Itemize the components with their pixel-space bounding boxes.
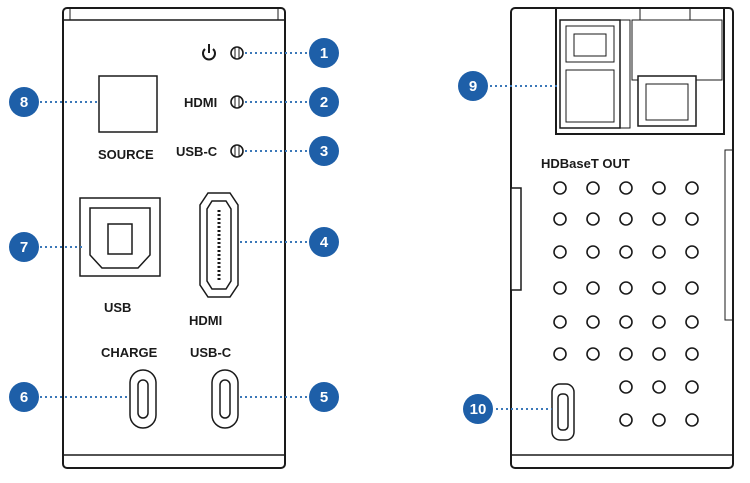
- vent-hole: [586, 181, 600, 195]
- vent-hole: [586, 212, 600, 226]
- vent-hole: [553, 181, 567, 195]
- callout-8: 8: [9, 87, 39, 117]
- callout-7-number: 7: [20, 239, 28, 256]
- callout-3: 3: [309, 136, 339, 166]
- charge-usbc-port[interactable]: [129, 369, 157, 429]
- vent-hole: [652, 315, 666, 329]
- vent-hole: [619, 413, 633, 427]
- callout-8-number: 8: [20, 94, 28, 111]
- vent-hole: [652, 347, 666, 361]
- vent-hole: [586, 281, 600, 295]
- charge-label: CHARGE: [101, 345, 158, 360]
- vent-holes: [553, 181, 699, 427]
- micro-usb-port[interactable]: [551, 383, 575, 441]
- usb-b-port[interactable]: [79, 197, 161, 277]
- vent-hole: [553, 315, 567, 329]
- back-panel: HDBaseT OUT: [510, 7, 734, 469]
- vent-hole: [619, 380, 633, 394]
- hdbaset-rj45-port[interactable]: [555, 7, 725, 135]
- hdmi-led-label: HDMI: [184, 95, 217, 110]
- vent-hole: [652, 212, 666, 226]
- vent-hole: [553, 281, 567, 295]
- vent-hole: [685, 413, 699, 427]
- vent-hole: [553, 347, 567, 361]
- callout-3-number: 3: [320, 143, 328, 160]
- vent-hole: [553, 212, 567, 226]
- callout-4-number: 4: [320, 234, 329, 251]
- vent-hole: [652, 380, 666, 394]
- vent-hole: [685, 380, 699, 394]
- vent-hole: [652, 281, 666, 295]
- callout-10-number: 10: [470, 401, 487, 418]
- leader-lines: [40, 52, 558, 410]
- vent-hole: [685, 245, 699, 259]
- vent-hole: [619, 315, 633, 329]
- hdmi-led: [230, 95, 244, 109]
- source-button[interactable]: [98, 75, 158, 133]
- vent-hole: [652, 245, 666, 259]
- vent-hole: [586, 347, 600, 361]
- hdmi-port-label: HDMI: [189, 313, 222, 328]
- hdmi-port[interactable]: [199, 192, 239, 298]
- usbc-port-label: USB-C: [190, 345, 232, 360]
- callout-6-number: 6: [20, 389, 28, 406]
- vent-hole: [619, 347, 633, 361]
- callout-5-number: 5: [320, 389, 328, 406]
- vent-hole: [685, 212, 699, 226]
- usbc-led: [230, 144, 244, 158]
- vent-hole: [619, 181, 633, 195]
- vent-hole: [619, 212, 633, 226]
- vent-hole: [586, 315, 600, 329]
- vent-hole: [685, 181, 699, 195]
- callout-4: 4: [309, 227, 339, 257]
- power-icon: [202, 44, 216, 61]
- callout-9: 9: [458, 71, 488, 101]
- power-led: [230, 46, 244, 60]
- vent-hole: [685, 347, 699, 361]
- callout-9-number: 9: [469, 78, 477, 95]
- source-label: SOURCE: [98, 147, 154, 162]
- callout-1-number: 1: [320, 45, 328, 62]
- callout-10: 10: [463, 394, 493, 424]
- vent-hole: [619, 281, 633, 295]
- usb-label: USB: [104, 300, 131, 315]
- front-panel: HDMI USB-C SOURCE USB HDMI: [62, 7, 286, 469]
- vent-hole: [652, 413, 666, 427]
- vent-hole: [553, 245, 567, 259]
- callout-1: 1: [309, 38, 339, 68]
- vent-hole: [685, 281, 699, 295]
- vent-hole: [619, 245, 633, 259]
- usbc-led-label: USB-C: [176, 144, 218, 159]
- usbc-port[interactable]: [211, 369, 239, 429]
- hdbaset-out-label: HDBaseT OUT: [541, 156, 630, 171]
- callout-7: 7: [9, 232, 39, 262]
- vent-hole: [586, 245, 600, 259]
- callout-2-number: 2: [320, 94, 328, 111]
- vent-hole: [685, 315, 699, 329]
- callout-5: 5: [309, 382, 339, 412]
- callout-6: 6: [9, 382, 39, 412]
- vent-hole: [652, 181, 666, 195]
- callout-2: 2: [309, 87, 339, 117]
